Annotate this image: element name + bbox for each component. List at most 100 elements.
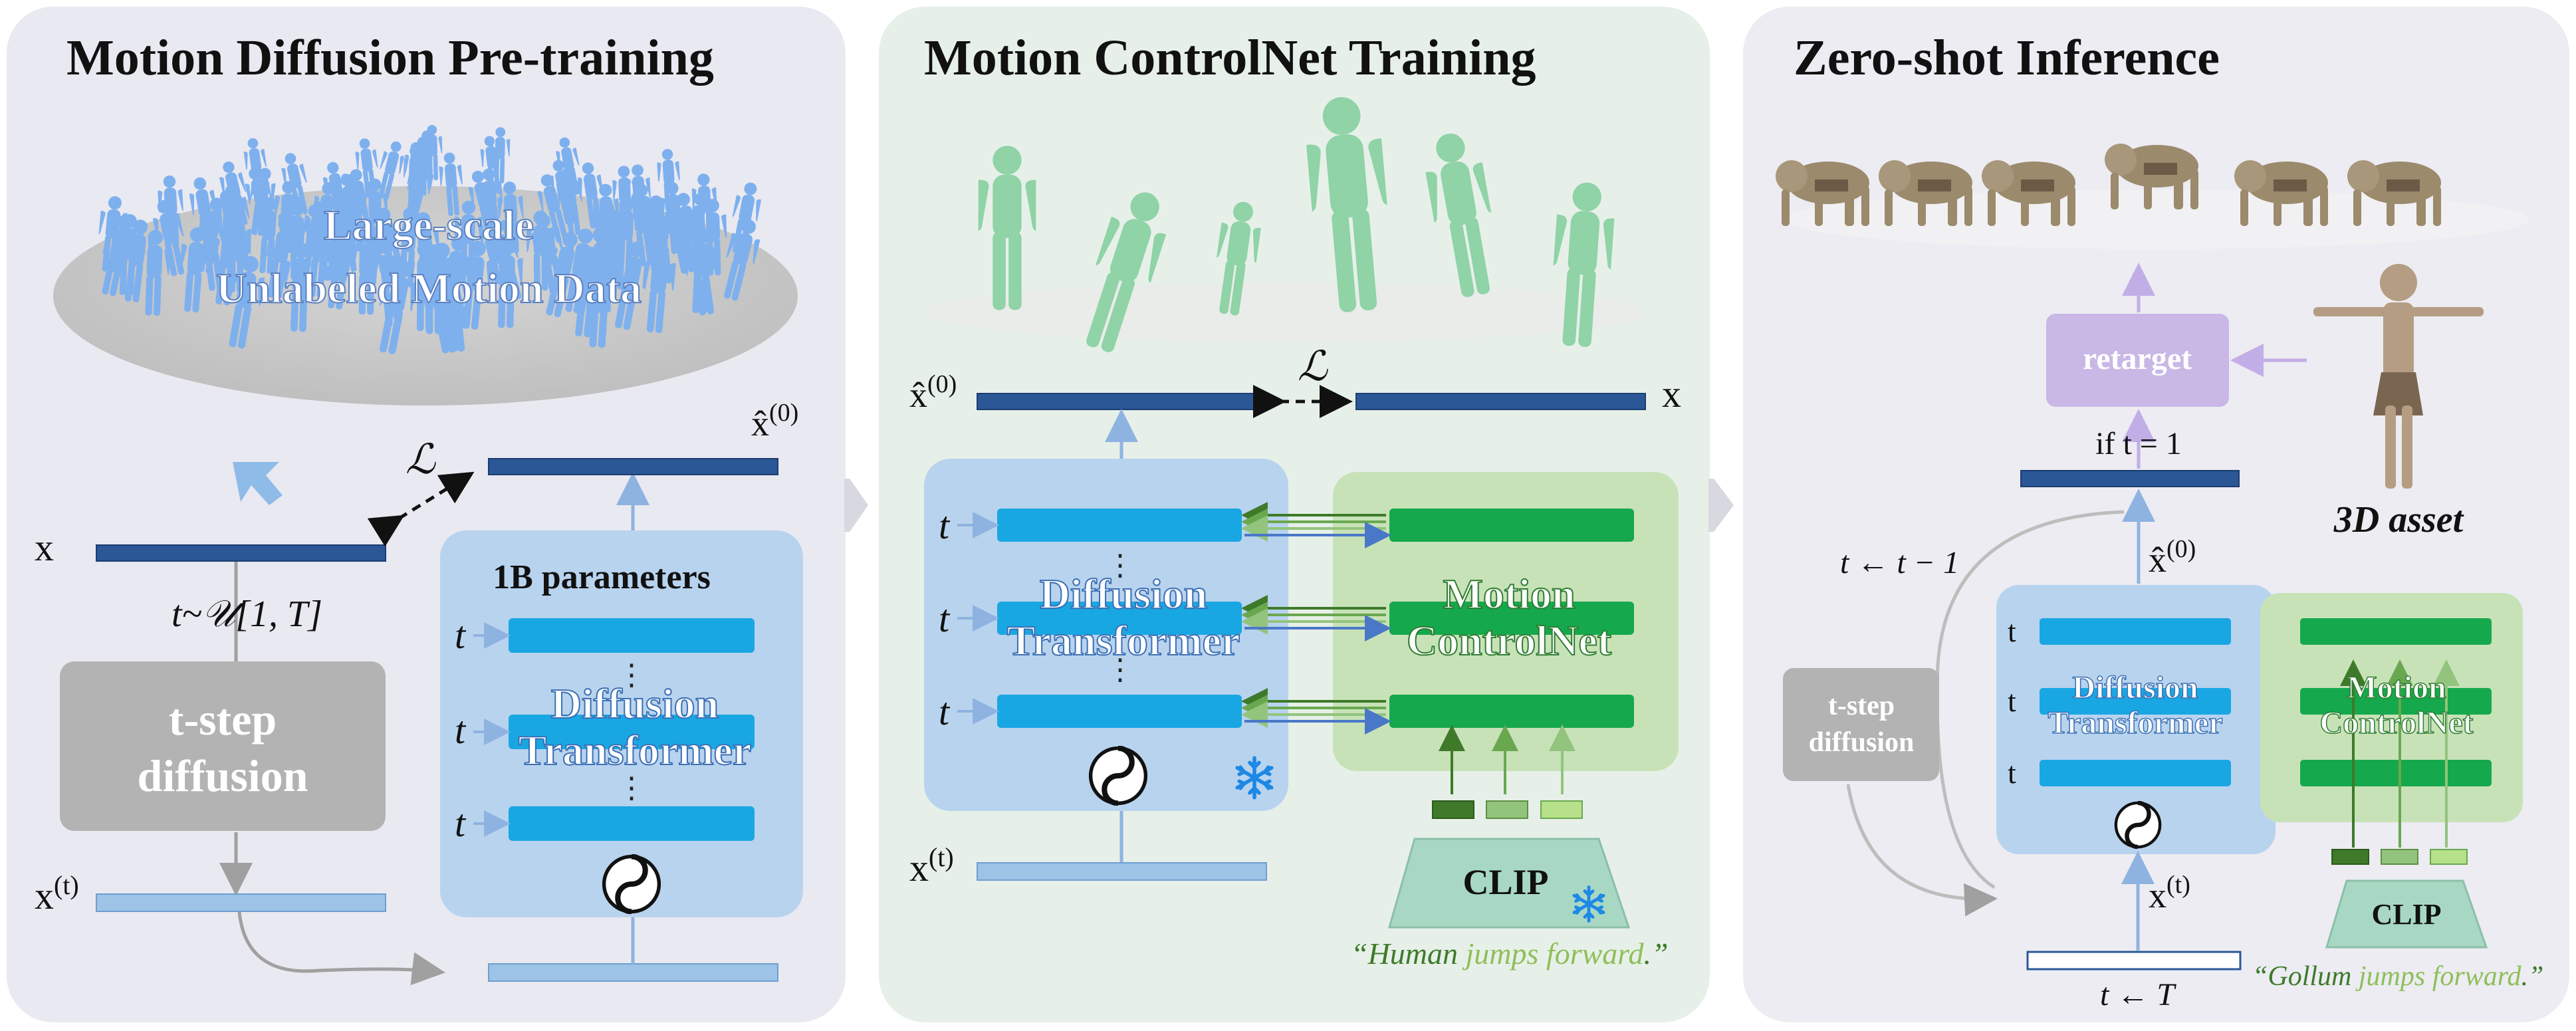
x-label: x xyxy=(35,526,54,569)
gollum-figure xyxy=(2347,160,2441,226)
noise-icon xyxy=(2116,803,2160,847)
latent-xt xyxy=(977,862,1267,881)
xhat-label: x̂(0) xyxy=(909,370,957,415)
xhat-label: x̂(0) xyxy=(751,399,798,443)
panel-title-controlnet: Motion ControlNet Training xyxy=(924,30,1536,86)
transformer-label-line1: Diffusion xyxy=(2072,670,2198,705)
t-input-label: t xyxy=(939,597,951,640)
latent-x xyxy=(96,544,386,562)
clip-token xyxy=(2331,849,2369,865)
transformer-label-line2: Transformer xyxy=(2048,705,2222,741)
clip-encoder-box xyxy=(1388,838,1631,929)
latent-x0 xyxy=(488,458,778,475)
transformer-label-line1: Diffusion xyxy=(551,680,719,727)
params-label: 1B parameters xyxy=(493,558,711,596)
t-input-label: t xyxy=(455,802,467,845)
clip-token xyxy=(1486,800,1528,819)
retarget-box xyxy=(2046,314,2229,407)
controlnet-layer xyxy=(2300,618,2492,645)
gollum-motion-sequence xyxy=(1776,144,2441,226)
controlnet-layer xyxy=(2300,688,2492,715)
transformer-layer xyxy=(2040,760,2231,786)
latent-noise xyxy=(2026,951,2242,971)
clip-token xyxy=(1540,800,1583,819)
x-label: x xyxy=(1662,372,1681,415)
latent-x0 xyxy=(977,393,1267,410)
chevron-arrow-icon xyxy=(1708,479,1734,532)
panel-title-pretrain: Motion Diffusion Pre-training xyxy=(66,30,714,86)
caption-gollum: “Gollum jumps forward.” xyxy=(2252,961,2543,992)
transformer-label-line2: Transformer xyxy=(1007,617,1240,664)
motion-data-disc xyxy=(53,124,798,405)
gollum-figure xyxy=(1879,160,1972,226)
transformer-layer xyxy=(509,806,755,841)
transformer-label-line1: Diffusion xyxy=(1040,570,1208,618)
diffusion-label-line1: t-step xyxy=(1828,691,1895,721)
latent-xt-input xyxy=(488,963,778,982)
asset-label: 3D asset xyxy=(2333,499,2464,540)
t-input-label: t xyxy=(939,504,951,547)
data-label-line1: Large-scale xyxy=(324,201,534,249)
latent-xt xyxy=(96,893,386,912)
noise-icon xyxy=(1091,748,1146,804)
clip-label: CLIP xyxy=(2371,898,2441,931)
clip-token xyxy=(1432,800,1474,819)
transformer-layer xyxy=(997,602,1242,635)
data-label-line2: Unlabeled Motion Data xyxy=(216,265,642,312)
transformer-layer xyxy=(997,695,1242,728)
chevron-arrow-icon xyxy=(844,479,868,532)
down-arrow-icon xyxy=(233,462,283,505)
loss-symbol: ℒ xyxy=(406,437,436,483)
xt-label: x(t) xyxy=(2149,871,2190,915)
clip-token xyxy=(2381,849,2418,865)
gollum-figure xyxy=(1982,160,2075,226)
t-update-label: t ← t − 1 xyxy=(1840,545,1959,580)
clip-label: CLIP xyxy=(1463,862,1548,902)
transformer-label-line2: Transformer xyxy=(519,727,752,774)
transformer-layer xyxy=(2040,618,2231,645)
t-input-label: t xyxy=(2008,614,2016,648)
t-input-label: t xyxy=(2008,756,2016,790)
clip-token xyxy=(2430,849,2468,865)
controlnet-label-line2: ControlNet xyxy=(2319,705,2473,741)
transformer-layer xyxy=(509,618,755,653)
layers-ellipsis: ⋮ xyxy=(1106,653,1135,686)
t-step-diffusion-box xyxy=(1783,668,1939,781)
noise-icon xyxy=(604,857,659,912)
gollum-figure xyxy=(1776,160,1869,226)
controlnet-layer xyxy=(1389,509,1634,542)
xt-label: x(t) xyxy=(35,870,79,917)
controlnet-label-line1: Motion xyxy=(1443,570,1575,618)
xt-label: x(t) xyxy=(909,842,954,889)
transformer-layer xyxy=(2040,688,2231,715)
retarget-label: retarget xyxy=(2083,341,2192,376)
gollum-figure xyxy=(2234,160,2328,226)
latent-x0 xyxy=(2020,470,2240,487)
gollum-figure xyxy=(2105,144,2198,209)
diffusion-label-line2: diffusion xyxy=(1809,727,1915,758)
t-input-label: t xyxy=(2008,684,2016,718)
controlnet-label-line1: Motion xyxy=(2347,670,2446,705)
controlnet-layer xyxy=(1389,602,1634,635)
caption-human: “Human jumps forward.” xyxy=(1351,937,1669,971)
if-t-label: if t = 1 xyxy=(2095,426,2182,461)
latent-x xyxy=(1355,393,1646,410)
t-input-label: t xyxy=(455,614,467,657)
panel-title-inference: Zero-shot Inference xyxy=(1794,30,2220,86)
transformer-layer xyxy=(997,509,1242,542)
t-input-label: t xyxy=(455,709,467,752)
t-init-label: t ← T xyxy=(2100,977,2176,1012)
diffusion-label-line2: diffusion xyxy=(138,750,308,801)
xhat-label: x̂(0) xyxy=(2149,535,2196,580)
gollum-3d-asset xyxy=(2313,264,2484,489)
layers-ellipsis: ⋮ xyxy=(1106,549,1135,582)
transformer-layer xyxy=(509,715,755,749)
clip-encoder-box xyxy=(2325,879,2488,949)
t-step-diffusion-box xyxy=(60,661,386,831)
timestep-sample-label: t~𝒰[1, T] xyxy=(172,594,322,635)
loss-symbol: ℒ xyxy=(1298,344,1328,390)
controlnet-label-line2: ControlNet xyxy=(1407,617,1612,664)
diffusion-label-line1: t-step xyxy=(169,694,277,745)
layers-ellipsis: ⋮ xyxy=(617,659,646,691)
